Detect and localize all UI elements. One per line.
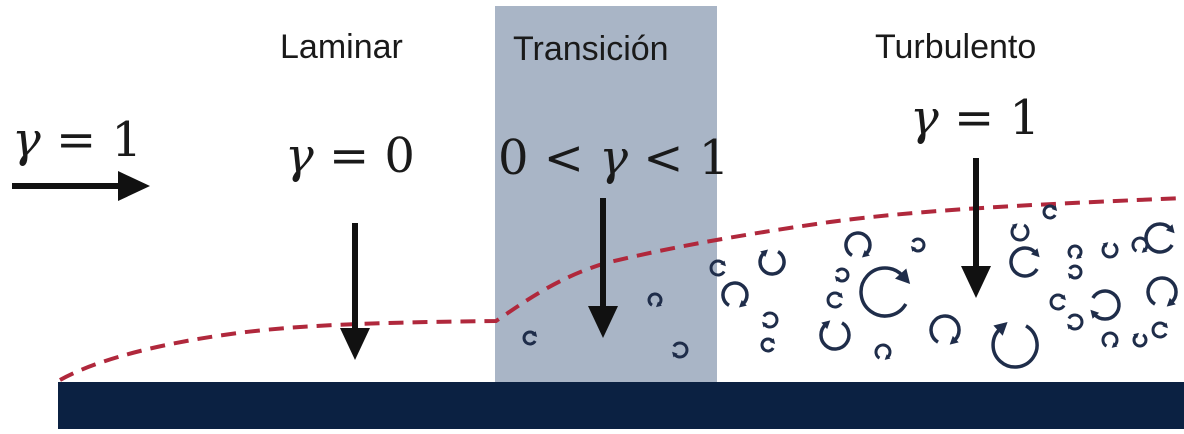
eddy-swirl-icon	[760, 337, 775, 353]
eddy-swirl-icon	[1049, 293, 1066, 311]
eddy-arrowhead	[1165, 224, 1175, 234]
eddy-arrowhead	[720, 260, 726, 267]
eddy-arrowhead	[1111, 342, 1118, 348]
eddy-arrowhead	[739, 300, 747, 308]
laminar-label: Laminar	[280, 28, 403, 66]
eddy-arrowhead	[1141, 247, 1148, 253]
eddy-arrowhead	[1011, 223, 1018, 229]
transition-equation: 0 < γ < 1	[498, 130, 730, 186]
eddy-arrowhead	[769, 338, 776, 344]
turbulent-arrow-down-icon	[961, 158, 991, 298]
eddy-arrowhead	[1067, 323, 1073, 330]
eddy-arrowhead	[837, 292, 843, 299]
eddy-arrowhead	[895, 268, 911, 284]
eddy-swirl-icon	[1042, 204, 1057, 220]
eddy-swirl-icon	[1146, 276, 1178, 306]
wall-plate	[58, 382, 1184, 429]
eddy-arrowhead	[1051, 205, 1058, 211]
boundary-layer-edge	[59, 196, 1184, 382]
eddy-arrowhead	[949, 335, 959, 345]
eddy-arrowhead	[1162, 322, 1168, 329]
eddy-swirl-icon	[1068, 264, 1083, 280]
eddy-arrowhead	[884, 354, 891, 360]
eddy-swirl-icon	[1010, 223, 1030, 242]
eddy-arrowhead	[862, 250, 870, 258]
eddy-arrowhead	[1060, 294, 1066, 301]
eddy-swirl-icon	[647, 292, 663, 307]
eddy-swirl-icon	[929, 314, 961, 344]
eddy-swirl-icon	[991, 324, 1039, 369]
eddy-arrowhead	[1076, 253, 1082, 260]
eddy-arrowhead	[672, 351, 678, 358]
eddy-field	[522, 204, 1178, 369]
eddy-swirl-icon	[835, 267, 850, 283]
eddy-arrowhead	[760, 249, 768, 257]
eddy-swirl-icon	[1067, 313, 1084, 331]
eddy-arrowhead	[531, 331, 538, 337]
eddy-swirl-icon	[911, 237, 926, 253]
turbulent-label: Turbulento	[875, 28, 1037, 66]
eddy-arrowhead	[1102, 242, 1109, 248]
eddy-swirl-icon	[709, 259, 726, 277]
turbulent-equation: γ = 1	[910, 90, 1040, 146]
eddy-swirl-icon	[819, 321, 851, 351]
eddy-arrowhead	[1030, 248, 1040, 258]
eddy-arrowhead	[910, 246, 917, 252]
eddy-swirl-icon	[1101, 331, 1119, 348]
eddy-arrowhead	[762, 321, 768, 328]
eddy-arrowhead	[656, 301, 662, 308]
eddy-swirl-icon	[1144, 222, 1174, 254]
eddy-swirl-icon	[826, 291, 843, 309]
eddy-arrowhead	[993, 322, 1008, 336]
eddy-swirl-icon	[844, 231, 872, 257]
freestream-arrow-icon	[12, 171, 150, 201]
eddy-arrowhead	[1166, 297, 1176, 307]
eddy-swirl-icon	[859, 266, 908, 318]
eddy-swirl-icon	[1132, 333, 1148, 348]
eddy-arrowhead	[1090, 309, 1100, 319]
eddy-swirl-icon	[721, 281, 749, 307]
eddy-arrowhead	[821, 320, 831, 330]
transition-arrow-down-icon	[588, 198, 618, 338]
eddy-swirl-icon	[874, 343, 892, 360]
eddy-swirl-icon	[758, 250, 786, 276]
freestream-equation: γ = 1	[12, 112, 142, 168]
laminar-equation: γ = 0	[285, 128, 415, 184]
transition-label: Transición	[513, 30, 669, 68]
eddy-swirl-icon	[522, 330, 537, 346]
eddy-swirl-icon	[1151, 321, 1168, 339]
eddy-arrowhead	[834, 276, 841, 282]
eddy-swirl-icon	[1101, 242, 1119, 259]
eddy-arrowhead	[1067, 273, 1074, 279]
eddy-arrowhead	[1133, 332, 1139, 339]
eddy-swirl-icon	[672, 341, 689, 359]
eddy-swirl-icon	[1009, 246, 1039, 278]
eddy-swirl-icon	[1091, 289, 1121, 321]
eddy-swirl-icon	[1067, 244, 1083, 259]
eddy-swirl-icon	[762, 311, 779, 329]
laminar-arrow-down-icon	[340, 223, 370, 360]
